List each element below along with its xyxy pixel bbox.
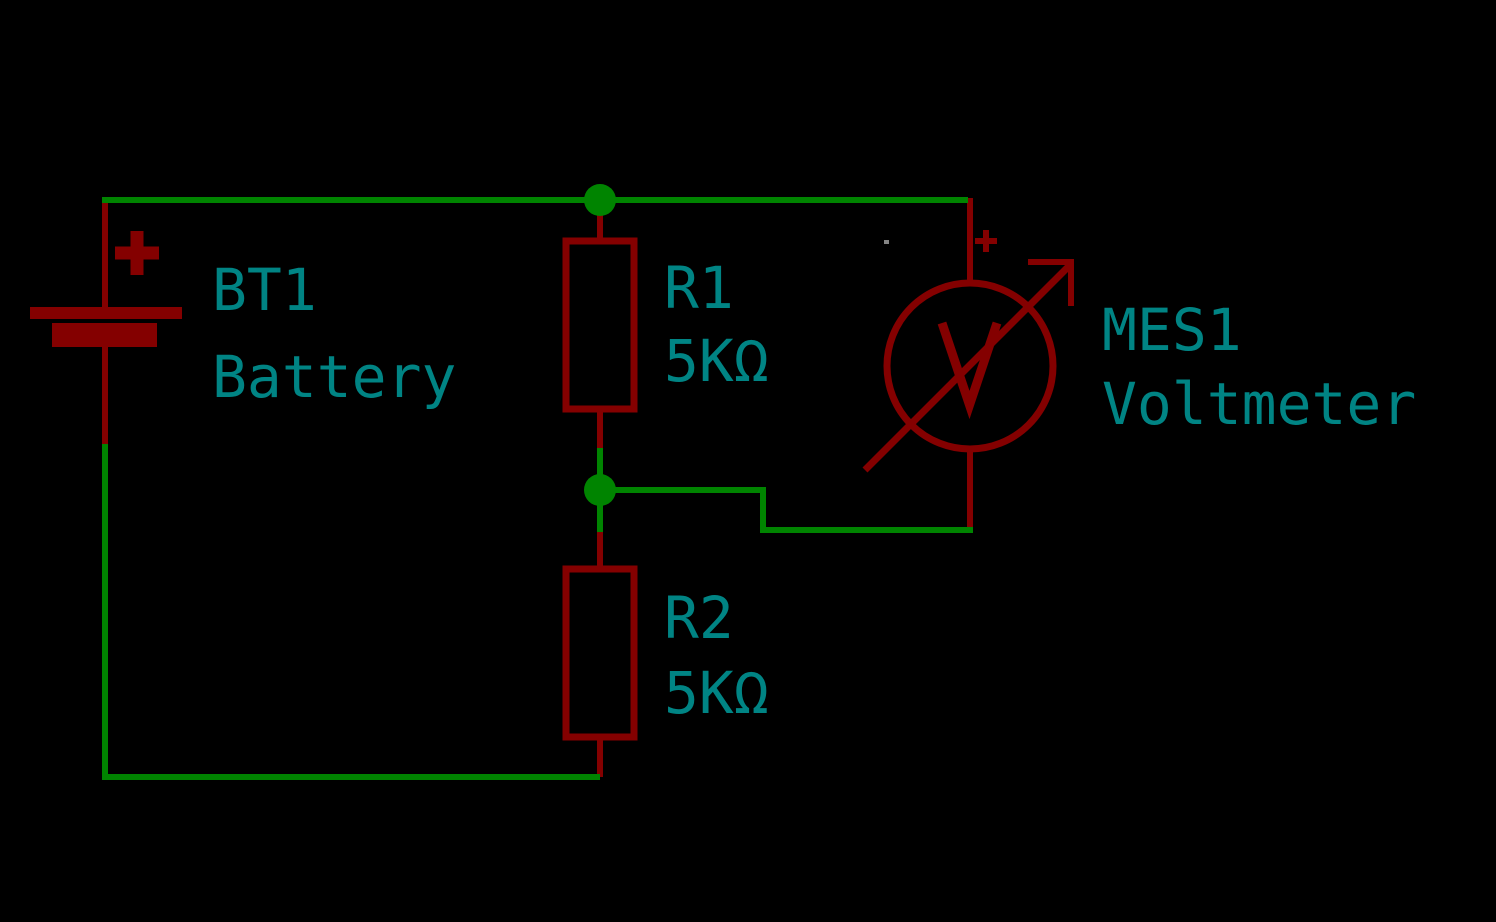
wire-left-bottom	[102, 444, 600, 780]
battery-plate-negative	[52, 323, 157, 347]
junction-dot-top	[584, 184, 616, 216]
r2-value-label: 5KΩ	[664, 659, 769, 727]
voltmeter-ref-label: MES1	[1102, 296, 1242, 364]
resistor-r2-symbol	[562, 530, 638, 777]
battery-plate-positive	[30, 307, 182, 319]
voltmeter-symbol	[862, 198, 1074, 530]
junction-dot-mid	[584, 474, 616, 506]
r2-ref-label: R2	[664, 584, 734, 652]
r1-ref-label: R1	[664, 254, 734, 322]
resistor-r1-symbol	[562, 202, 638, 450]
voltmeter-body	[883, 279, 1057, 453]
battery-value-label: Battery	[212, 343, 456, 411]
voltmeter-arrow-shaft	[862, 261, 1074, 473]
battery-symbol	[30, 199, 182, 446]
voltmeter-value-label: Voltmeter	[1102, 370, 1416, 438]
voltmeter-arrowhead-icon	[1028, 259, 1074, 306]
voltmeter-plus-icon	[975, 230, 997, 252]
r1-body	[562, 237, 638, 413]
stray-cursor-dot	[884, 240, 889, 244]
r2-body	[562, 565, 638, 741]
wire-voltmeter-tap	[600, 487, 973, 533]
r1-value-label: 5KΩ	[664, 327, 769, 395]
battery-plus-icon	[115, 231, 159, 275]
battery-ref-label: BT1	[212, 256, 317, 324]
